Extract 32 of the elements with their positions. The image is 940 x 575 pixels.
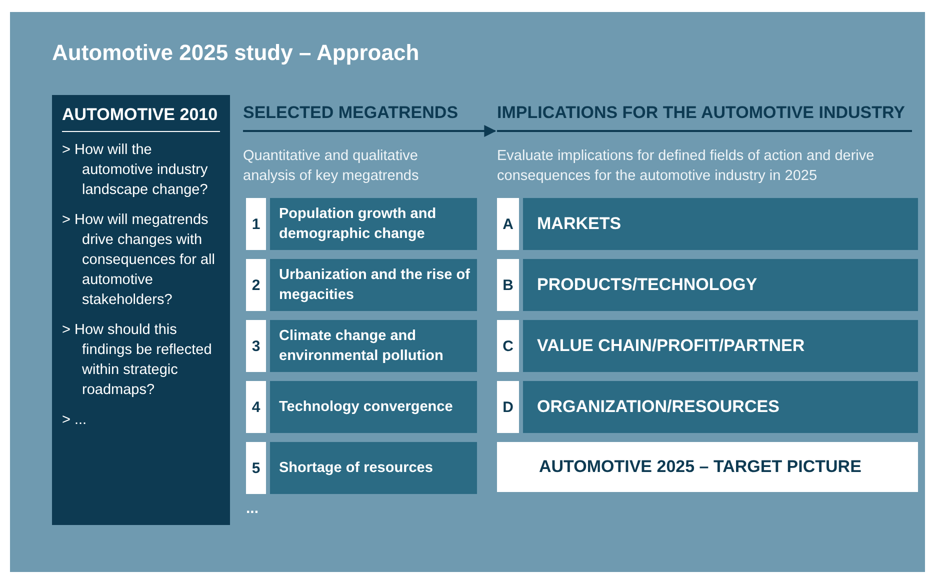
panel-heading: AUTOMOTIVE 2010 <box>62 105 220 132</box>
field-label: VALUE CHAIN/PROFIT/PARTNER <box>523 320 918 372</box>
field-label: PRODUCTS/TECHNOLOGY <box>523 259 918 311</box>
description-text: Quantitative and qualitative analysis of key megatrends <box>243 147 420 186</box>
index-marker: 5 <box>246 442 266 494</box>
arrow <box>243 125 496 137</box>
index-marker: C <box>497 320 519 372</box>
index-marker: 4 <box>246 381 266 433</box>
question-item: > ... <box>62 411 88 430</box>
question-panel <box>52 95 230 525</box>
field-label: ORGANIZATION/RESOURCES <box>523 381 918 433</box>
target-box: AUTOMOTIVE 2025 – TARGET PICTURE <box>497 442 918 492</box>
index-marker: B <box>497 259 519 311</box>
question-item: > How will the automotive industry landscape change? <box>62 141 209 200</box>
ellipsis-text: ... <box>246 500 259 517</box>
index-marker: 1 <box>246 198 266 250</box>
megatrend-label: Climate change and environmental pollution <box>270 320 477 372</box>
megatrend-label: Shortage of resources <box>270 442 477 494</box>
column-heading: IMPLICATIONS FOR THE AUTOMOTIVE INDUSTRY <box>497 103 912 131</box>
title: Automotive 2025 study – Approach <box>52 40 420 66</box>
question-item: > How will megatrends drive changes with consequences for all automotive stakeholders? <box>62 211 216 310</box>
index-marker: D <box>497 381 519 433</box>
megatrend-label: Technology convergence <box>270 381 477 433</box>
question-item: > How should this findings be reflected within strategic roadmaps? <box>62 321 213 400</box>
megatrend-label: Population growth and demographic change <box>270 198 477 250</box>
column-heading: SELECTED MEGATRENDS <box>243 103 483 131</box>
index-marker: 3 <box>246 320 266 372</box>
index-marker: A <box>497 198 519 250</box>
index-marker: 2 <box>246 259 266 311</box>
description-text: Evaluate implications for defined fields of action and derive consequences for the automotive industry in 2025 <box>497 147 876 186</box>
field-label: MARKETS <box>523 198 918 250</box>
megatrend-label: Urbanization and the rise of megacities <box>270 259 477 311</box>
